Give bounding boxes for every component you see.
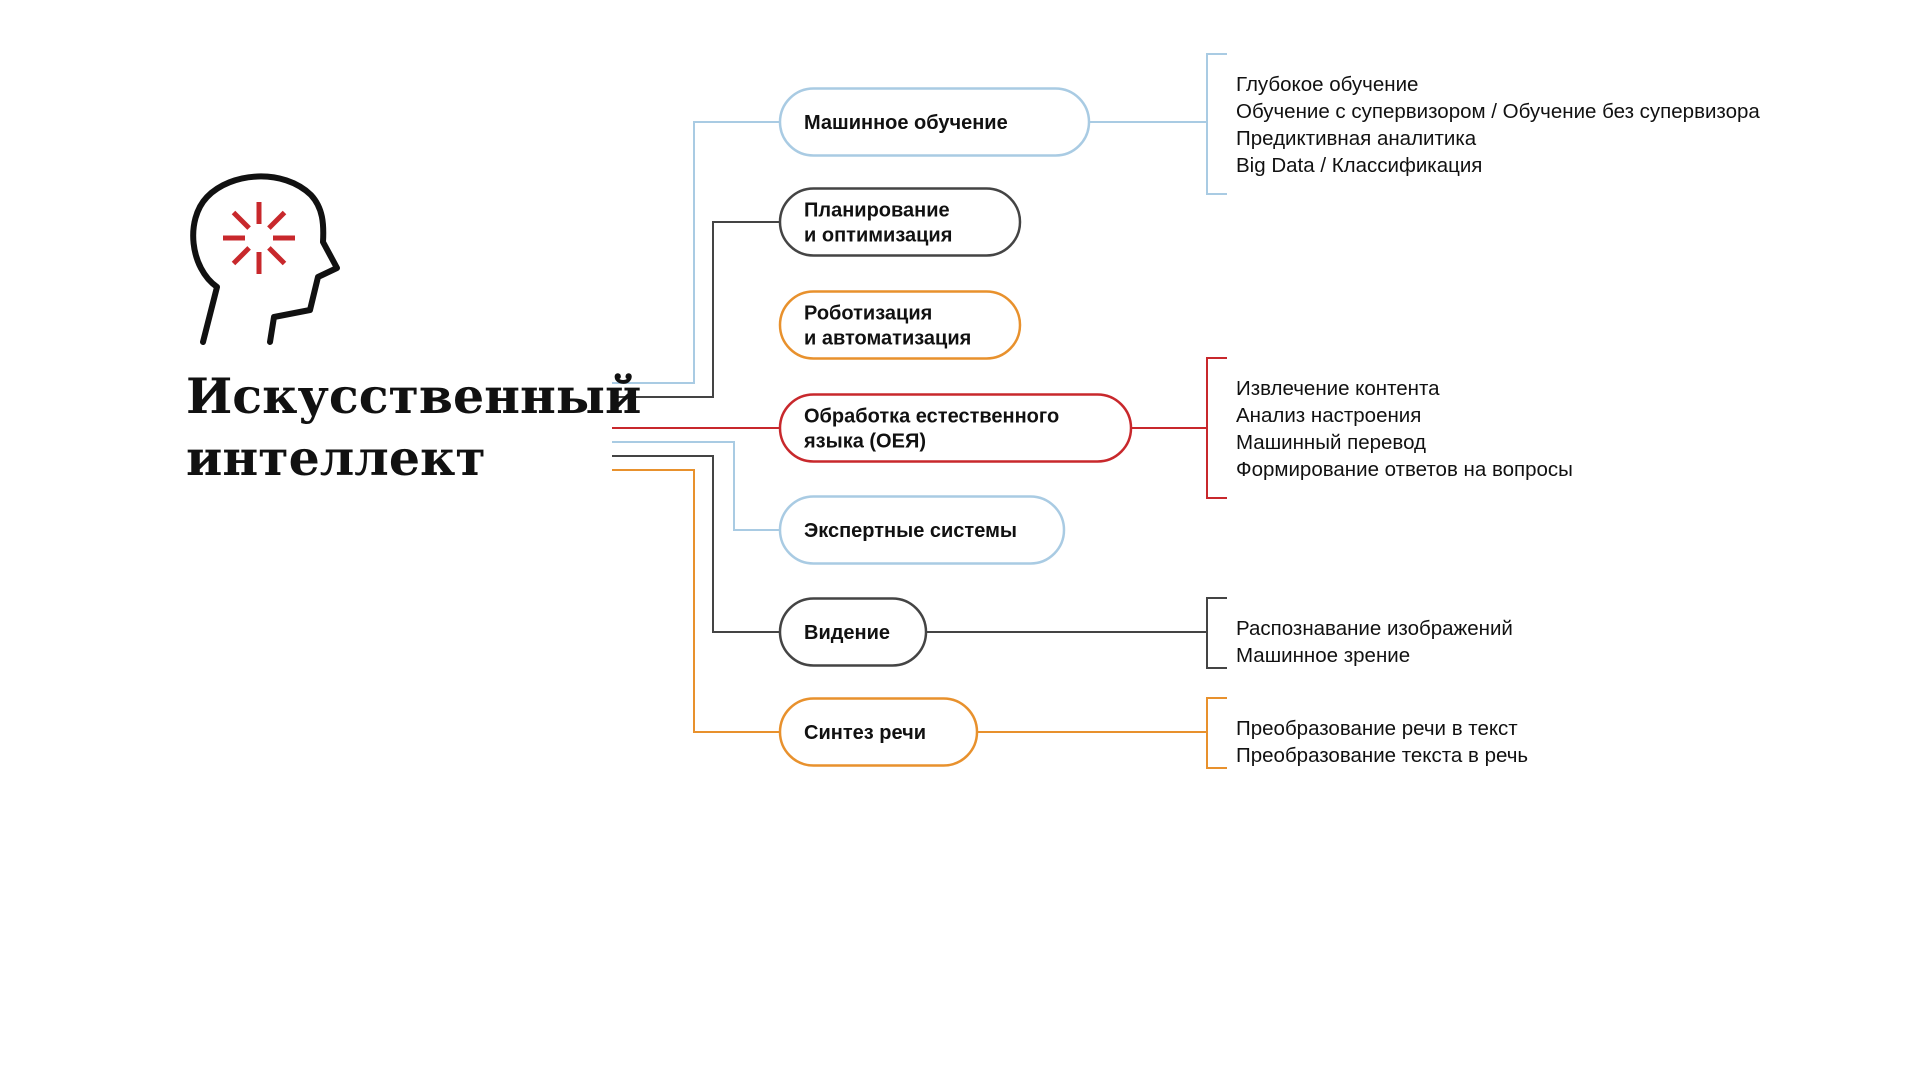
- connector-lines: [612, 121, 780, 733]
- bracket-speech: [1206, 697, 1227, 769]
- detail-item: Преобразование речи в текст: [1236, 717, 1518, 740]
- node-label-robotics: и автоматизация: [804, 328, 971, 350]
- detail-item: Глубокое обучение: [1236, 73, 1418, 96]
- connector-ml: [612, 121, 780, 384]
- node-vision: Видение: [778, 597, 928, 667]
- bracket-nlp: [1206, 357, 1227, 499]
- spinner-spoke: [267, 210, 287, 230]
- node-robotics: Роботизация и автоматизация: [778, 290, 1022, 360]
- connector-planning: [612, 221, 780, 398]
- node-label-nlp: языка (ОЕЯ): [803, 431, 926, 453]
- detail-item: Анализ настроения: [1236, 404, 1421, 427]
- spinner-spoke: [231, 246, 251, 266]
- head-with-loading-spinner-icon: [190, 173, 340, 345]
- detail-item: Обучение с супервизором / Обучение без с…: [1236, 100, 1760, 123]
- spinner-spoke: [267, 246, 287, 266]
- detail-item: Извлечение контента: [1236, 377, 1440, 400]
- detail-item: Распознавание изображений: [1236, 617, 1513, 640]
- detail-item: Преобразование текста в речь: [1236, 744, 1528, 767]
- detail-brackets: [926, 53, 1227, 769]
- node-nlp: Обработка естественного языка (ОЕЯ): [778, 393, 1133, 463]
- node-pill-planning: [778, 187, 1022, 257]
- node-pill-robotics: [778, 290, 1022, 360]
- node-label-expert: Экспертные системы: [804, 520, 1017, 542]
- detail-list-speech: Преобразование речи в текстПреобразовани…: [1236, 717, 1528, 767]
- node-label-nlp: Обработка естественного: [804, 406, 1059, 428]
- detail-item: Машинное зрение: [1236, 644, 1410, 667]
- title-line: интеллект: [186, 429, 486, 487]
- node-label-speech: Синтез речи: [804, 722, 926, 744]
- head-outline: [190, 173, 340, 345]
- detail-item: Машинный перевод: [1236, 431, 1426, 454]
- node-pill-expert: [778, 495, 1066, 565]
- spinner-spoke: [231, 210, 251, 230]
- node-label-vision: Видение: [804, 622, 890, 644]
- node-speech: Синтез речи: [778, 697, 979, 767]
- node-ml: Машинное обучение: [778, 87, 1091, 157]
- node-label-ml: Машинное обучение: [804, 112, 1008, 134]
- connector-speech: [612, 469, 780, 733]
- node-label-planning: и оптимизация: [804, 225, 952, 247]
- detail-item: Big Data / Классификация: [1236, 154, 1482, 177]
- connector-expert: [612, 441, 780, 531]
- node-expert: Экспертные системы: [778, 495, 1066, 565]
- node-label-robotics: Роботизация: [804, 303, 932, 325]
- detail-item: Предиктивная аналитика: [1236, 127, 1477, 150]
- title-line: Искусственный: [186, 367, 641, 425]
- node-label-planning: Планирование: [804, 200, 950, 222]
- connector-vision: [612, 455, 780, 633]
- detail-item: Формирование ответов на вопросы: [1236, 458, 1573, 481]
- bracket-ml: [1206, 53, 1227, 195]
- bracket-vision: [1206, 597, 1227, 669]
- node-planning: Планирование и оптимизация: [778, 187, 1022, 257]
